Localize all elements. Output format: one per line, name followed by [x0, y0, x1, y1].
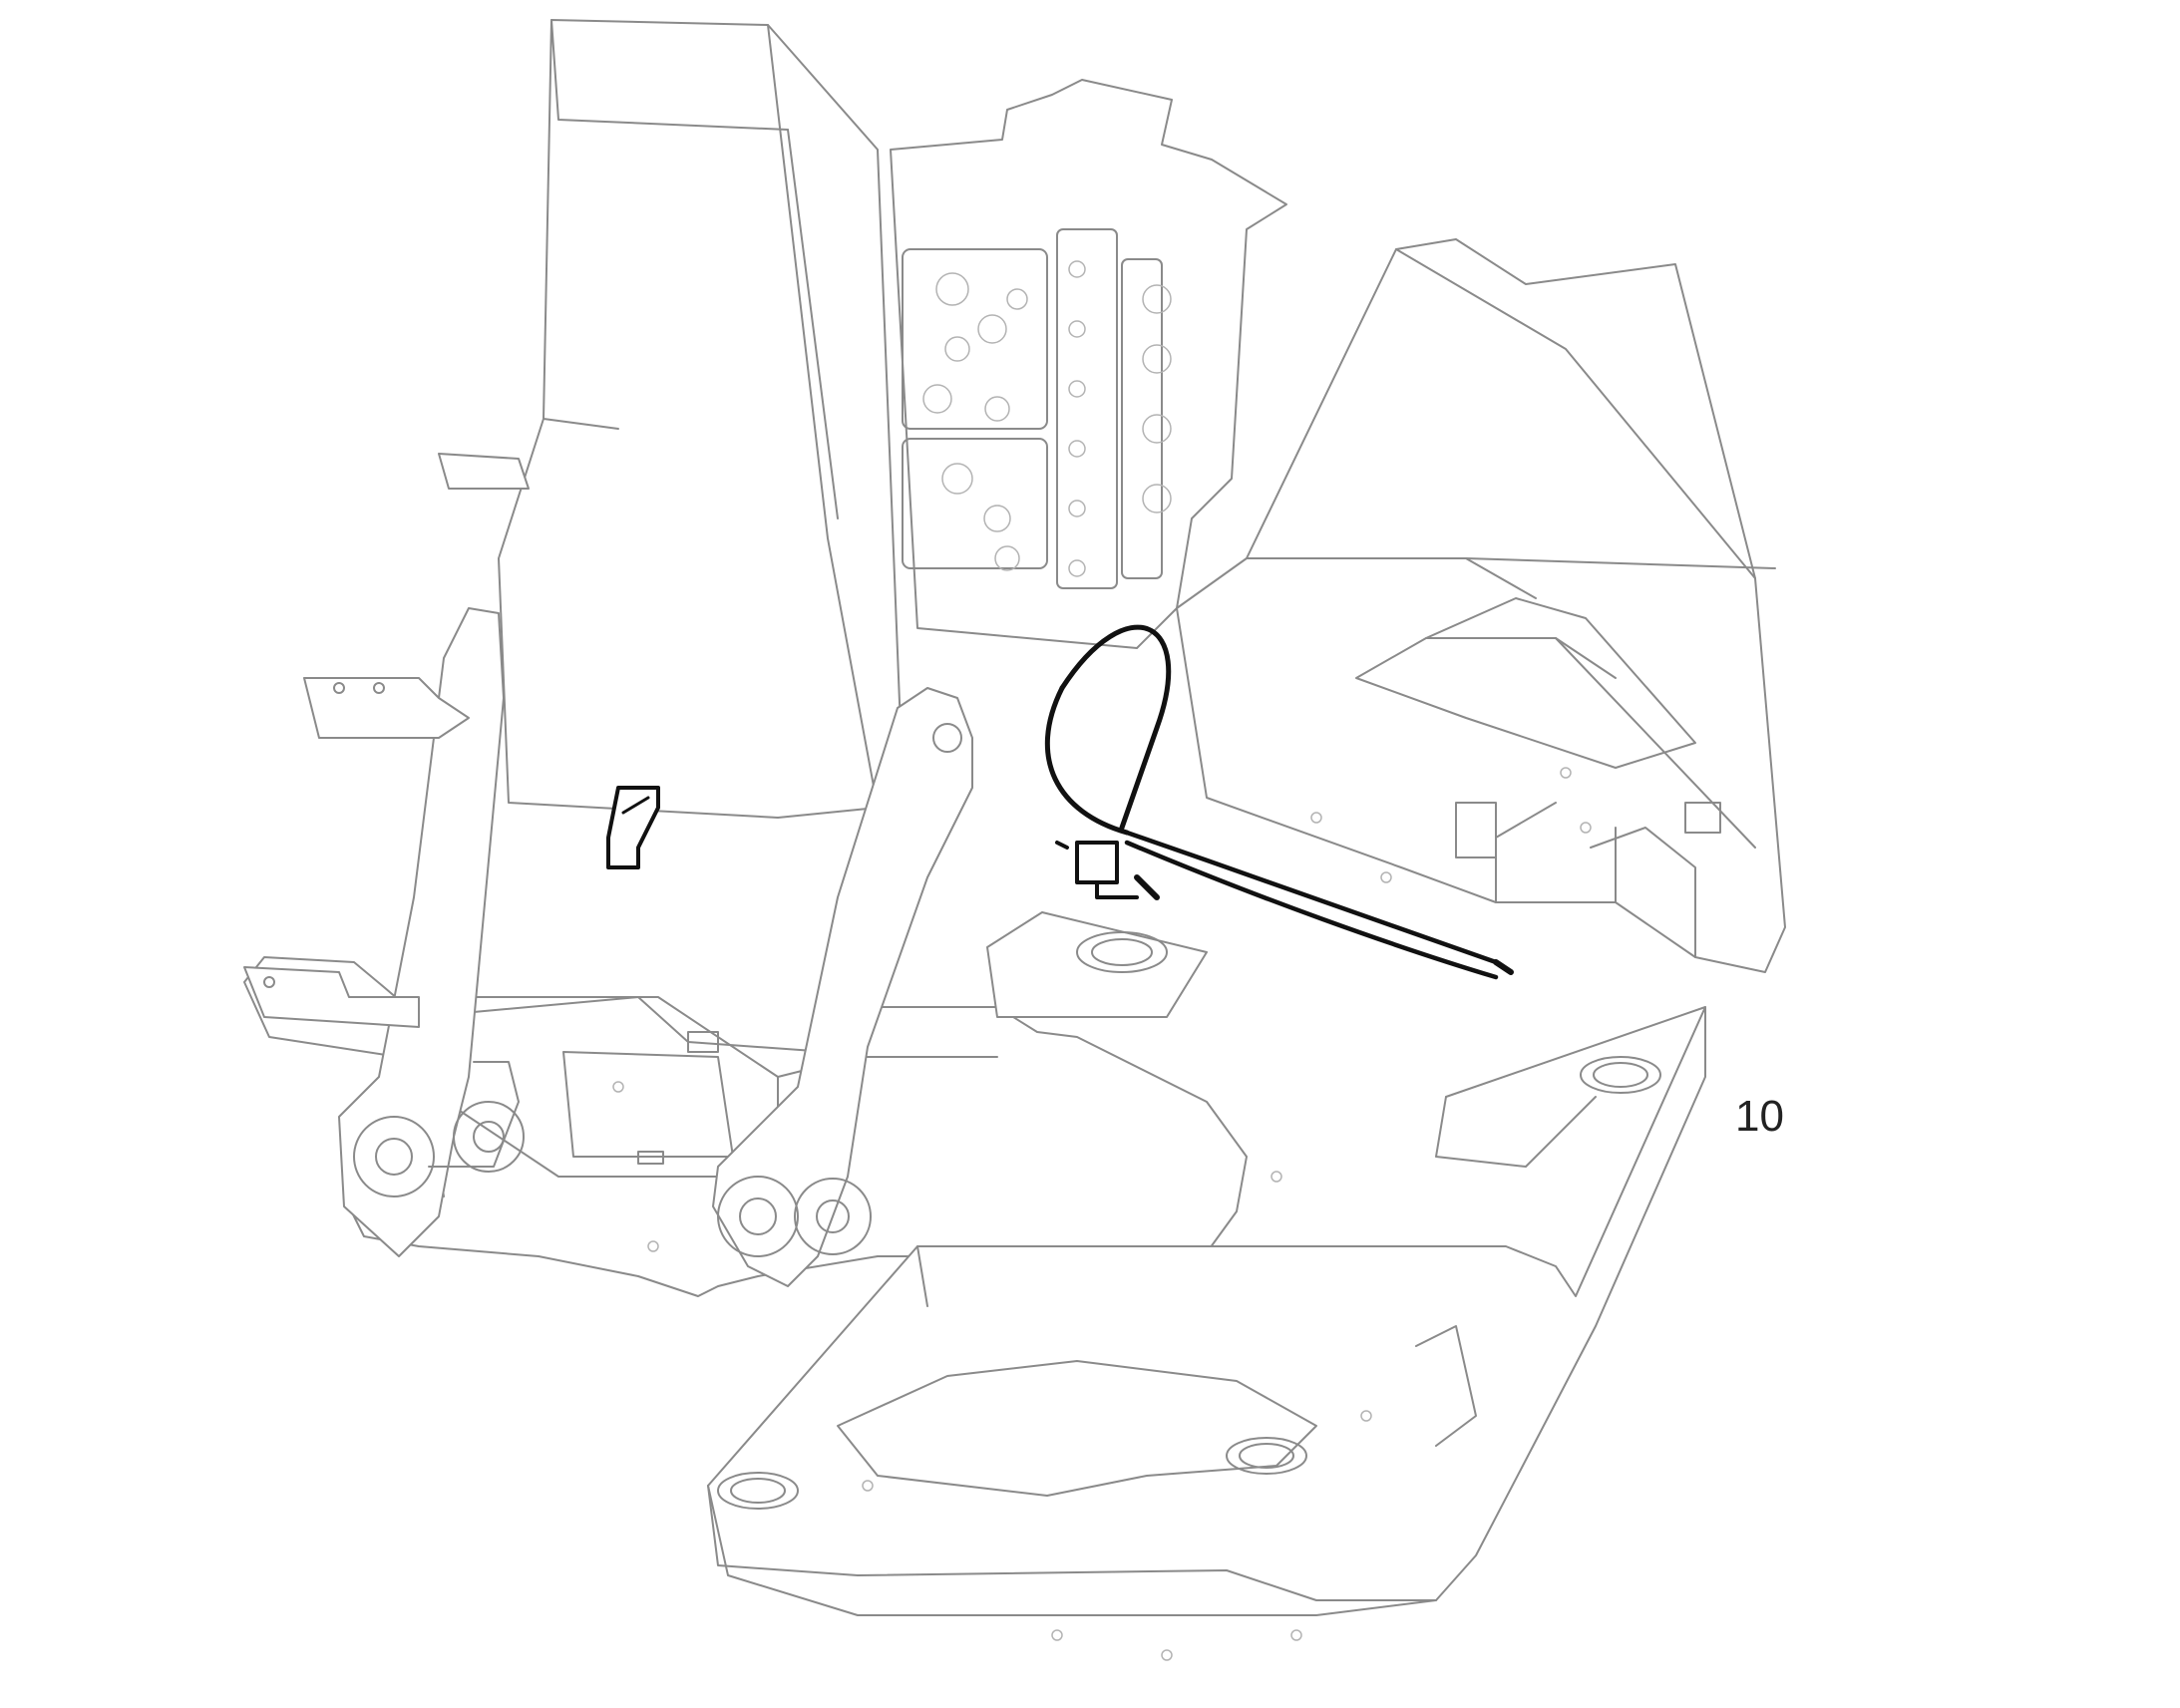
callout-label-10: 10: [1735, 1092, 1784, 1141]
pivot-arm-left: [338, 607, 525, 1257]
highlighted-hose-assembly: [606, 624, 1514, 980]
pivot-arm-right: [712, 687, 973, 1287]
valve-bank: [890, 79, 1287, 649]
side-cylinders: [243, 453, 530, 1028]
boom-arm: [498, 19, 904, 819]
rear-frame: [1176, 238, 1786, 973]
base-frame: [707, 1006, 1706, 1616]
bolt-holes: [612, 767, 1592, 1661]
corner-bosses: [717, 1056, 1661, 1510]
mount-pad: [986, 911, 1208, 1018]
